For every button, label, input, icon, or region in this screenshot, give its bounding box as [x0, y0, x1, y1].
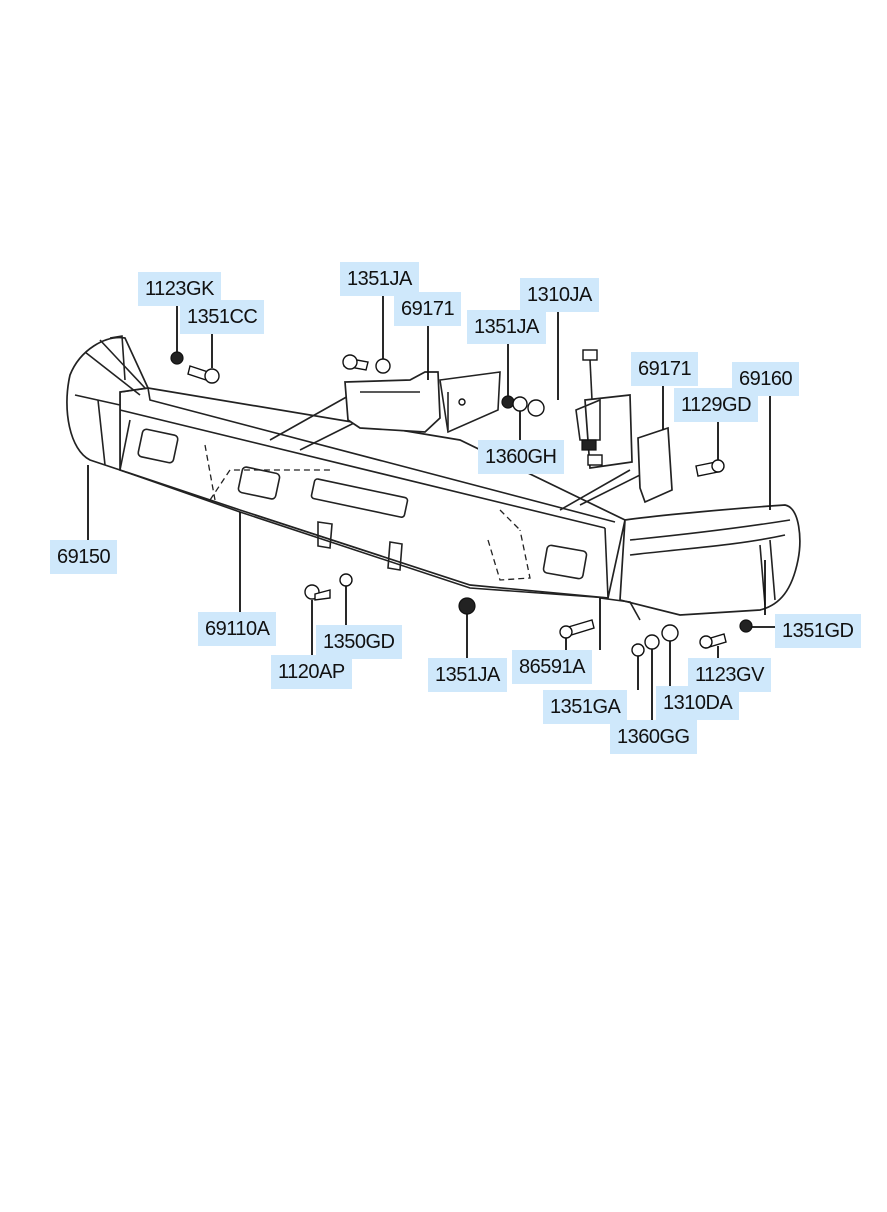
- label-1351JA-mid[interactable]: 1351JA: [467, 310, 546, 344]
- label-1351JA-top[interactable]: 1351JA: [340, 262, 419, 296]
- bumper-beam-69110A: [119, 387, 651, 599]
- label-1310JA[interactable]: 1310JA: [520, 278, 599, 312]
- label-86591A[interactable]: 86591A: [512, 650, 592, 684]
- fasteners: [170, 351, 753, 657]
- label-1360GG[interactable]: 1360GG: [610, 720, 697, 754]
- label-1129GD[interactable]: 1129GD: [674, 388, 759, 422]
- right-end-cap-69160: [619, 504, 801, 616]
- label-1350GD[interactable]: 1350GD: [316, 625, 402, 659]
- label-1351JA-bottom[interactable]: 1351JA: [428, 658, 507, 692]
- label-1351CC[interactable]: 1351CC: [180, 300, 265, 334]
- label-69150[interactable]: 69150: [50, 540, 118, 574]
- label-1123GV[interactable]: 1123GV: [688, 658, 771, 692]
- label-69110A[interactable]: 69110A: [198, 612, 277, 646]
- left-end-cap-69150: [66, 335, 150, 472]
- label-1351GA[interactable]: 1351GA: [543, 690, 628, 724]
- label-1360GH[interactable]: 1360GH: [478, 440, 564, 474]
- label-1351GD[interactable]: 1351GD: [775, 614, 861, 648]
- label-1120AP[interactable]: 1120AP: [271, 655, 352, 689]
- left-stay-69171: [344, 371, 501, 434]
- label-69171-right[interactable]: 69171: [631, 352, 699, 386]
- right-stay-69171: [575, 349, 673, 504]
- label-69171-left[interactable]: 69171: [394, 292, 462, 326]
- leader-lines: [87, 292, 775, 720]
